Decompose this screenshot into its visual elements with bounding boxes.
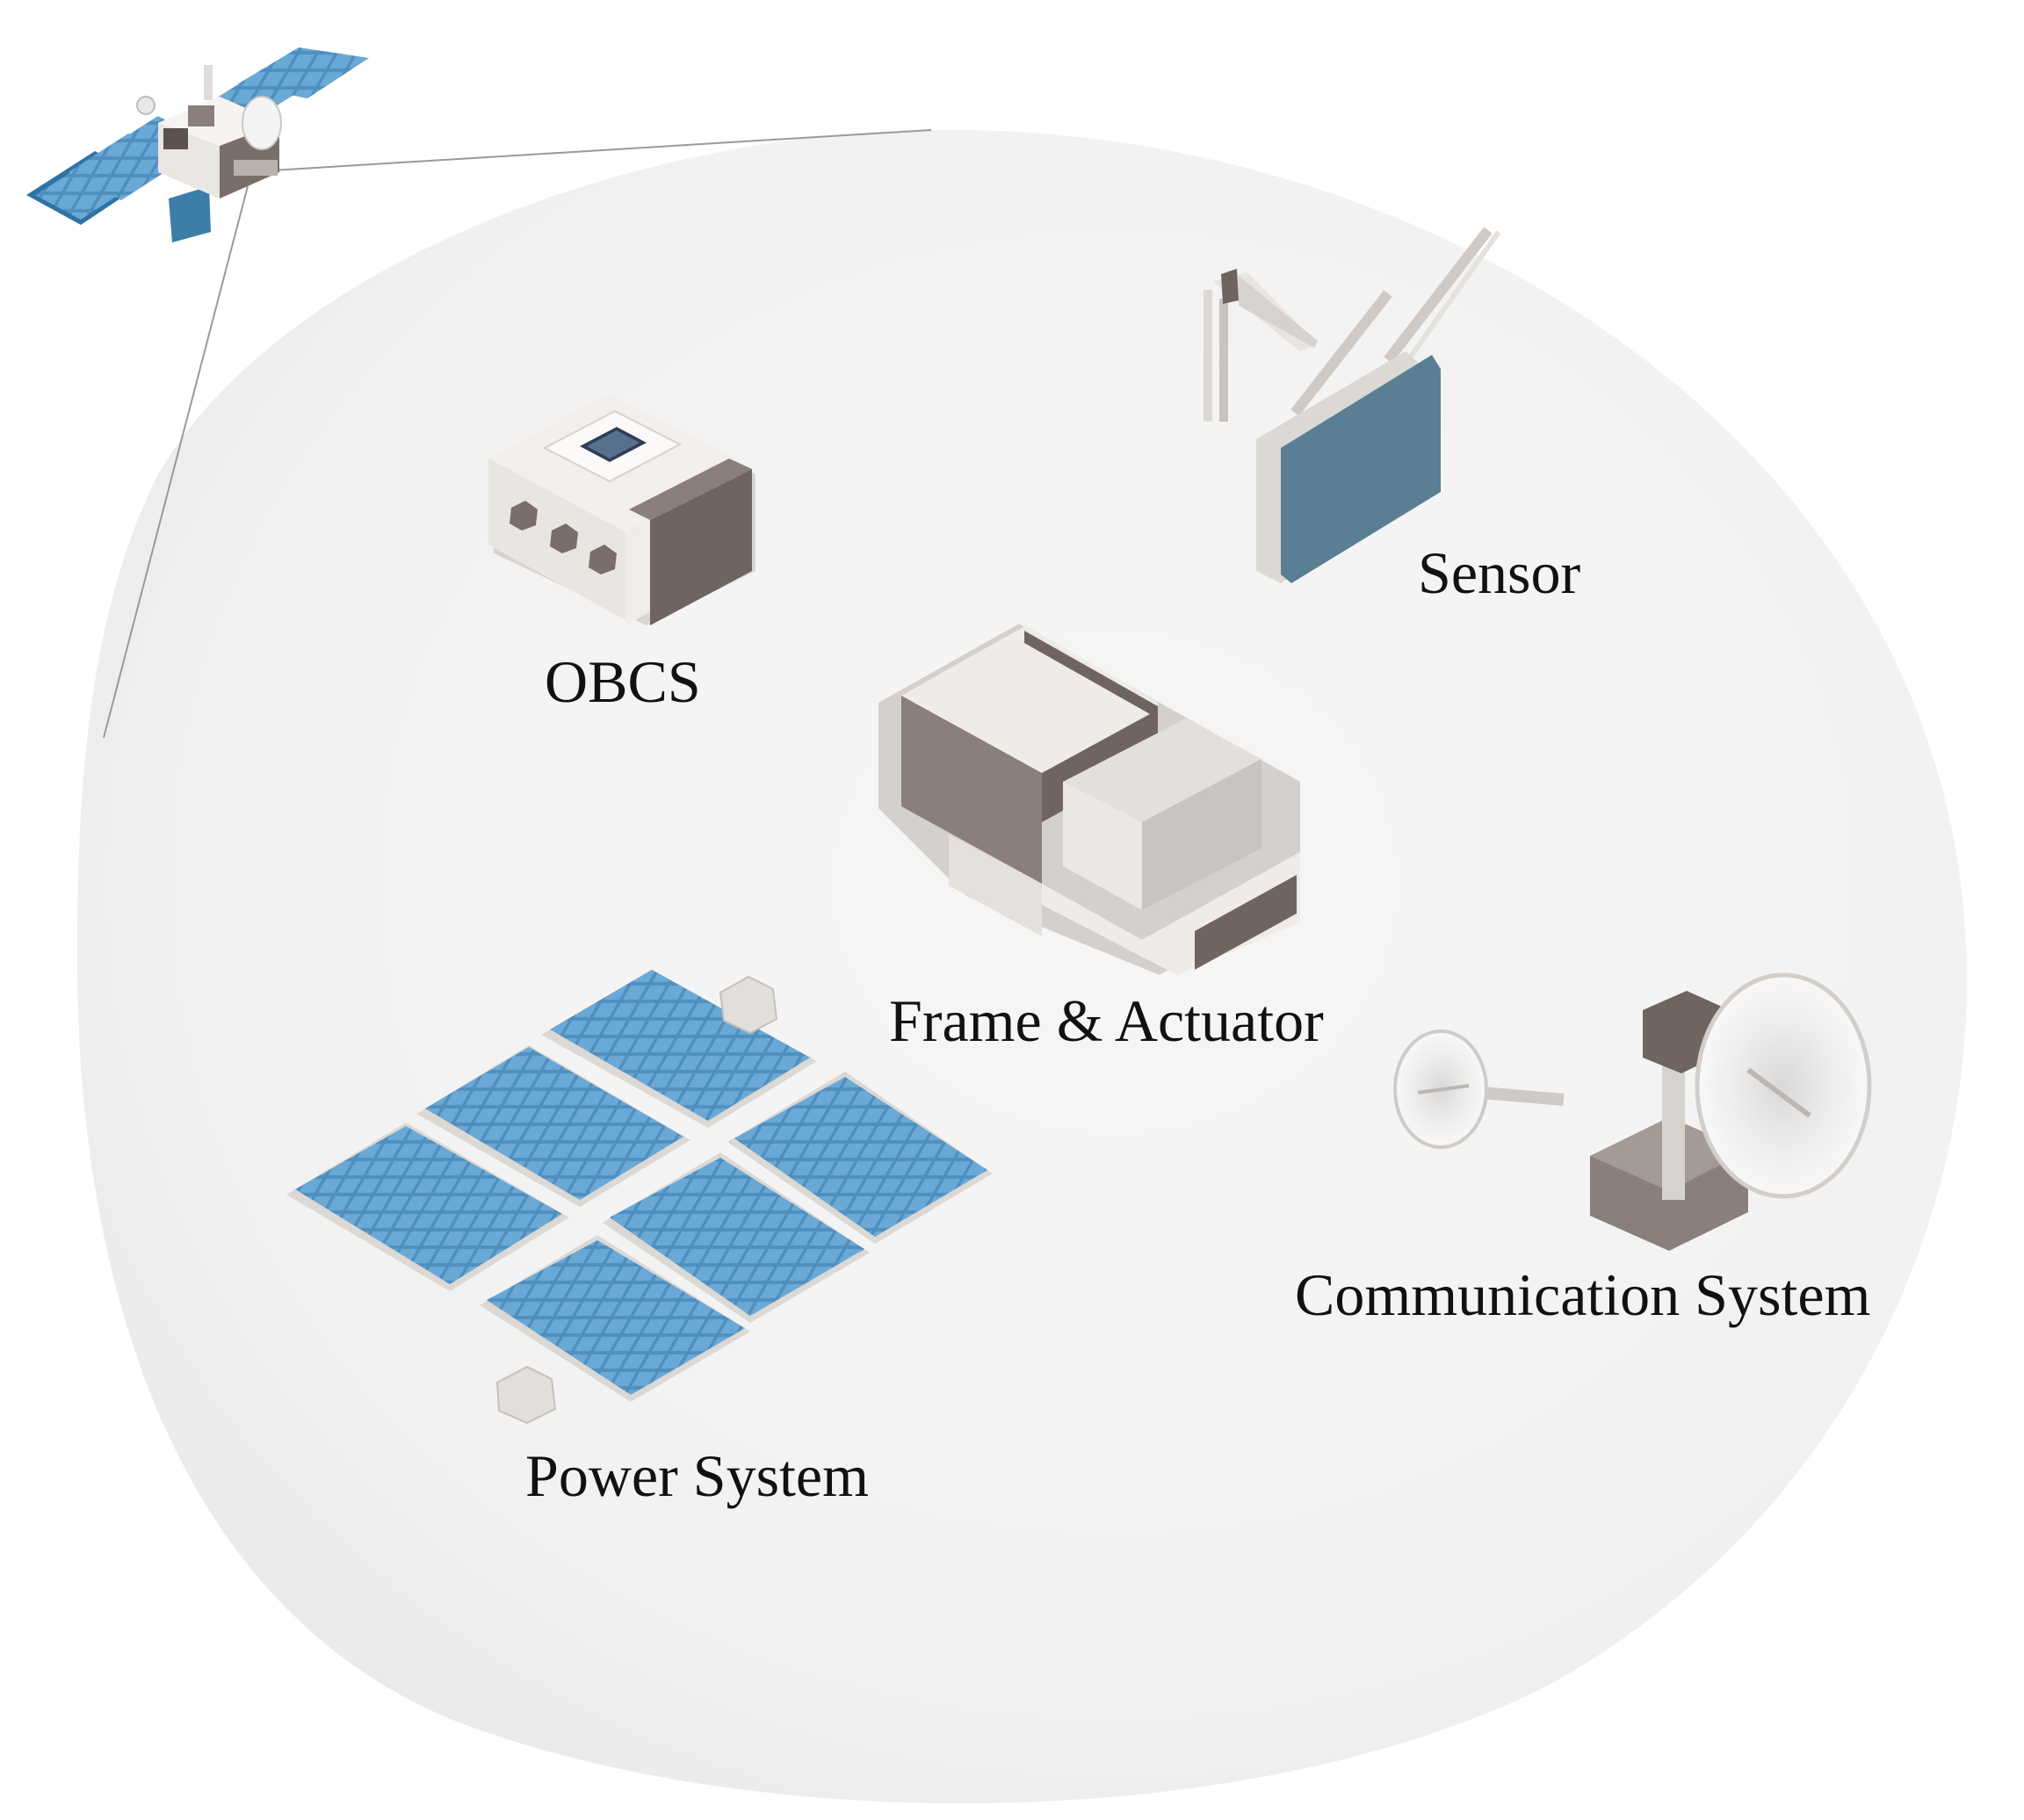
satellite-icon <box>26 47 369 242</box>
sensor-antenna-panel-icon <box>1204 227 1501 583</box>
zoom-bubble <box>76 129 1967 1804</box>
computer-box-with-chip-icon <box>488 394 755 625</box>
label-power-system: Power System <box>525 1442 869 1509</box>
frame-actuator-block-icon <box>878 624 1300 975</box>
label-communication-system: Communication System <box>1295 1261 1871 1328</box>
solar-panel-array-icon <box>286 970 993 1425</box>
zoom-line-top <box>271 129 932 171</box>
satellite-dish-icon <box>1393 972 1872 1251</box>
zoom-line-left <box>103 185 249 739</box>
label-sensor: Sensor <box>1418 539 1581 606</box>
label-frame-actuator: Frame & Actuator <box>889 987 1324 1054</box>
label-obcs: OBCS <box>545 648 701 715</box>
